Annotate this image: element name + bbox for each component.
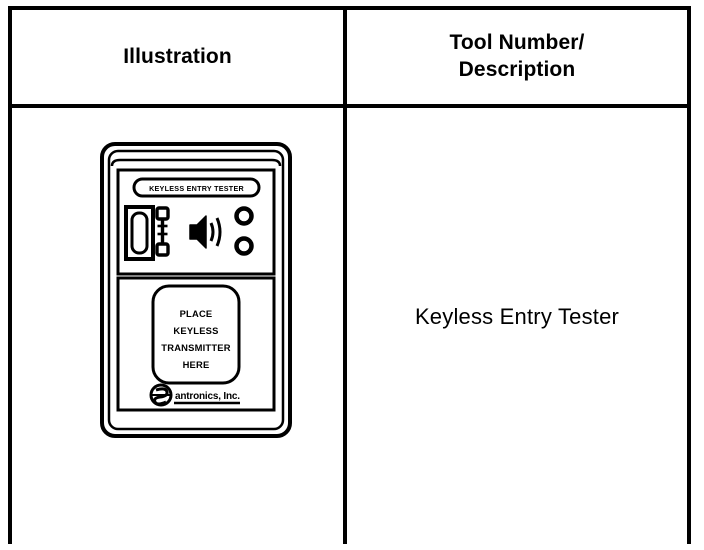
column-header-description-line2: Description (458, 58, 576, 81)
led-lower-indicator (234, 236, 254, 256)
brand-logo (149, 383, 173, 407)
led-upper-indicator (234, 206, 254, 226)
device-lid-seam (110, 158, 282, 167)
table-header-row: Illustration Tool Number/ Description (12, 10, 687, 108)
cell-description: Keyless Entry Tester (347, 108, 687, 544)
pad-label-line-2: KEYLESS (173, 325, 218, 336)
display-window-icon (130, 211, 149, 255)
tool-description-label: Keyless Entry Tester (414, 304, 620, 329)
tool-table: Illustration Tool Number/ Description (8, 6, 691, 544)
pad-label-line-3: TRANSMITTER (161, 342, 230, 353)
column-header-illustration-label: Illustration (123, 44, 232, 68)
pad-label-line-4: HERE (183, 359, 210, 370)
column-header-description-line1: Tool Number/ (449, 31, 585, 55)
speaker-icon (189, 215, 222, 249)
badge-pill-outline (132, 177, 261, 198)
cell-illustration: KEYLESS ENTRY TESTER (12, 108, 347, 544)
brand-label-text: antronics, Inc. (175, 391, 240, 402)
device-illustration-wrap: KEYLESS ENTRY TESTER (12, 108, 343, 544)
column-header-description-text: Tool Number/ Description (450, 30, 585, 84)
keyless-entry-tester-illustration: KEYLESS ENTRY TESTER (100, 142, 292, 438)
pad-label-line-1: PLACE (180, 308, 213, 319)
column-header-illustration: Illustration (12, 10, 347, 104)
transmitter-pad (151, 284, 241, 385)
badge-pill-label: KEYLESS ENTRY TESTER (149, 184, 244, 193)
table-body-row: KEYLESS ENTRY TESTER (12, 108, 687, 544)
antenna-connector-icon (155, 206, 170, 257)
column-header-description: Tool Number/ Description (347, 10, 687, 104)
